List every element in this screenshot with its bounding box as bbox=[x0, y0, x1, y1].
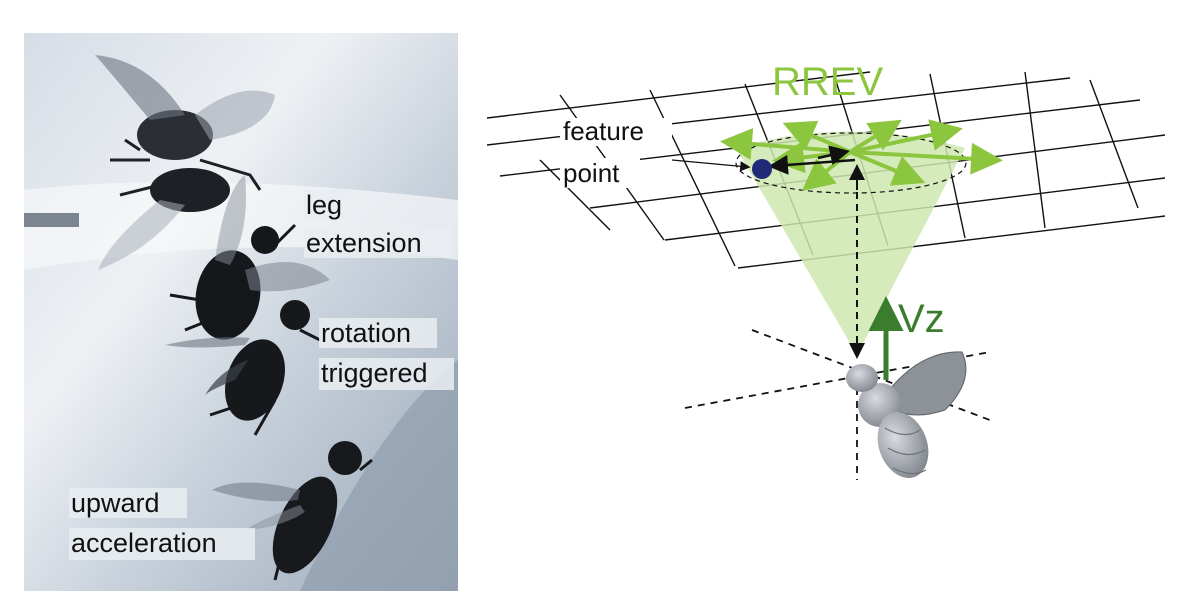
label-acceleration: acceleration bbox=[71, 528, 217, 558]
feature-label-line1: feature bbox=[563, 116, 644, 146]
rrev-diagram: RREV feature point Vz bbox=[486, 60, 1166, 480]
fly-silhouette-1 bbox=[95, 55, 275, 270]
label-bg-upward bbox=[69, 488, 187, 518]
label-extension: extension bbox=[306, 228, 422, 258]
body-axes bbox=[684, 329, 996, 480]
fly-model bbox=[846, 351, 967, 478]
fly-model-abdomen bbox=[877, 412, 929, 478]
fly-model-head bbox=[846, 364, 878, 392]
fly-silhouette-4 bbox=[212, 441, 373, 581]
photo-object-blur bbox=[24, 213, 79, 227]
label-bg-acceleration bbox=[69, 528, 255, 560]
label-bg-extension bbox=[304, 228, 452, 258]
feature-label-line2: point bbox=[563, 158, 620, 188]
fly-silhouette-3 bbox=[165, 300, 321, 436]
vz-label: Vz bbox=[898, 297, 945, 341]
label-bg-rotation bbox=[319, 318, 437, 348]
field-of-view-cone bbox=[736, 131, 965, 355]
feature-point-dot bbox=[752, 159, 772, 179]
fly-silhouette-2 bbox=[169, 175, 330, 340]
label-bg-triggered bbox=[319, 358, 454, 390]
rrev-title: RREV bbox=[772, 60, 883, 104]
feature-pointer-line bbox=[671, 159, 751, 172]
label-leg: leg bbox=[306, 190, 342, 220]
feature-label-bg bbox=[560, 118, 672, 146]
label-rotation: rotation bbox=[321, 318, 411, 348]
fly-model-wing bbox=[884, 351, 967, 416]
cone-rim bbox=[735, 132, 967, 194]
photo-dark-corner bbox=[300, 360, 458, 591]
label-upward: upward bbox=[71, 488, 160, 518]
label-bg-leg bbox=[304, 190, 350, 220]
focus-arrows bbox=[768, 145, 856, 175]
point-label-bg bbox=[560, 158, 640, 188]
fly-photo-panel: leg extension rotation triggered upward … bbox=[24, 33, 458, 591]
label-triggered: triggered bbox=[321, 358, 428, 388]
